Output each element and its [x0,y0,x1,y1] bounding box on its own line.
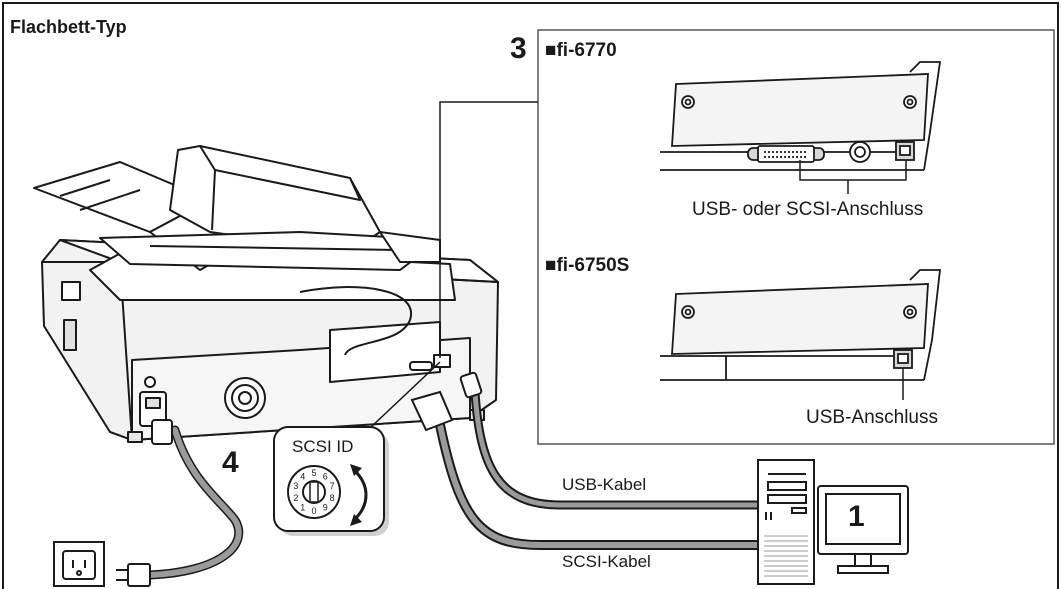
power-plug-head [151,419,173,445]
scanner-illustration [33,145,499,443]
dial-digit: 7 [330,481,335,491]
step-number-connect: 3 [510,32,527,65]
section-title: Flachbett-Typ [10,17,127,37]
computer-tower [757,459,815,585]
power-cable [147,427,242,578]
step-number-computer: 1 [848,500,865,533]
leader-line-port [439,101,538,358]
usb-plug [459,371,483,399]
model-label-fi-6750S: ■fi-6750S [545,255,630,276]
dial-digit: 6 [323,472,328,482]
scsi-cable [410,390,767,550]
power-plug [116,563,151,587]
fi-6770-panel [660,61,942,194]
scsi-id-label: SCSI ID [292,437,354,456]
usb-cable-label: USB-Kabel [562,475,647,494]
computer-monitor [817,485,909,574]
dial-digit: 5 [311,468,316,478]
wall-outlet-icon [53,541,105,587]
port-caption-usb: USB-Anschluss [806,407,938,428]
model-label-fi-6770: ■fi-6770 [545,40,617,61]
dial-digit: 9 [323,502,328,512]
leader-line-scsi-id [369,361,441,429]
dial-digit: 4 [300,472,305,482]
dial-digit: 1 [300,502,305,512]
dial-digit: 0 [311,506,316,516]
scsi-plug [410,390,454,432]
rotation-arrow-icon [352,468,368,522]
step-number-power: 4 [222,446,239,479]
fi-6750S-panel [660,269,942,400]
usb-cable [459,371,767,510]
dial-digit: 3 [293,481,298,491]
scsi-cable-label: SCSI-Kabel [562,552,651,571]
dial-digit: 2 [293,493,298,503]
dial-digit: 8 [330,493,335,503]
port-caption-usb-or-scsi: USB- oder SCSI-Anschluss [692,199,924,220]
